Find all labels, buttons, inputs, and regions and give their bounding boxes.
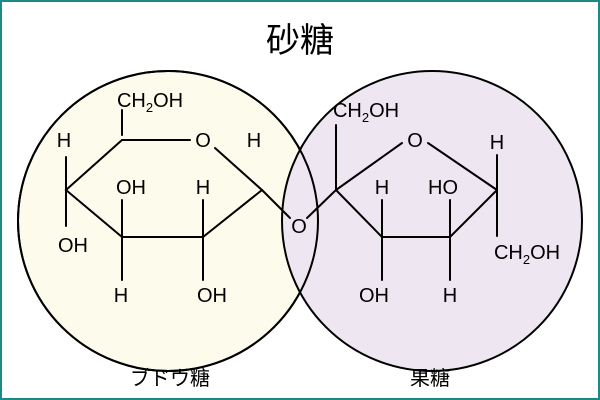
fructose-ch2oh-top: CH2OH: [333, 100, 399, 125]
glucose-c4-h: H: [57, 130, 71, 152]
fructose-c4-ho: HO: [428, 177, 458, 199]
title: 砂糖: [266, 22, 334, 60]
fructose-bonds: [306, 124, 498, 281]
glucose-ch2oh: CH2OH: [117, 90, 183, 115]
glucose-c2-oh: OH: [197, 285, 227, 307]
fructose-label: 果糖: [410, 367, 450, 390]
glycosidic-oxygen: O: [291, 216, 307, 238]
fructose-ch2oh-bottom: CH2OH: [494, 242, 560, 267]
fructose-c3-h: H: [375, 177, 389, 199]
glucose-circle-outline: [17, 70, 319, 372]
glucose-ring-oxygen: O: [195, 130, 211, 152]
fructose-c4-h: H: [443, 285, 457, 307]
fructose-c5-h: H: [490, 132, 504, 154]
glucose-c2-h: H: [196, 177, 210, 199]
fructose-c3-oh: OH: [359, 285, 389, 307]
glucose-label: ブドウ糖: [130, 366, 210, 390]
glucose-c4-oh: OH: [58, 235, 88, 257]
glucose-c1-h: H: [247, 130, 261, 152]
glucose-bonds: [64, 109, 291, 281]
glucose-circle: [17, 70, 319, 372]
fructose-circle: [281, 70, 583, 372]
fructose-ring-oxygen: O: [407, 130, 423, 152]
glucose-c3-h: H: [114, 285, 128, 307]
glucose-c3-oh: OH: [116, 177, 146, 199]
